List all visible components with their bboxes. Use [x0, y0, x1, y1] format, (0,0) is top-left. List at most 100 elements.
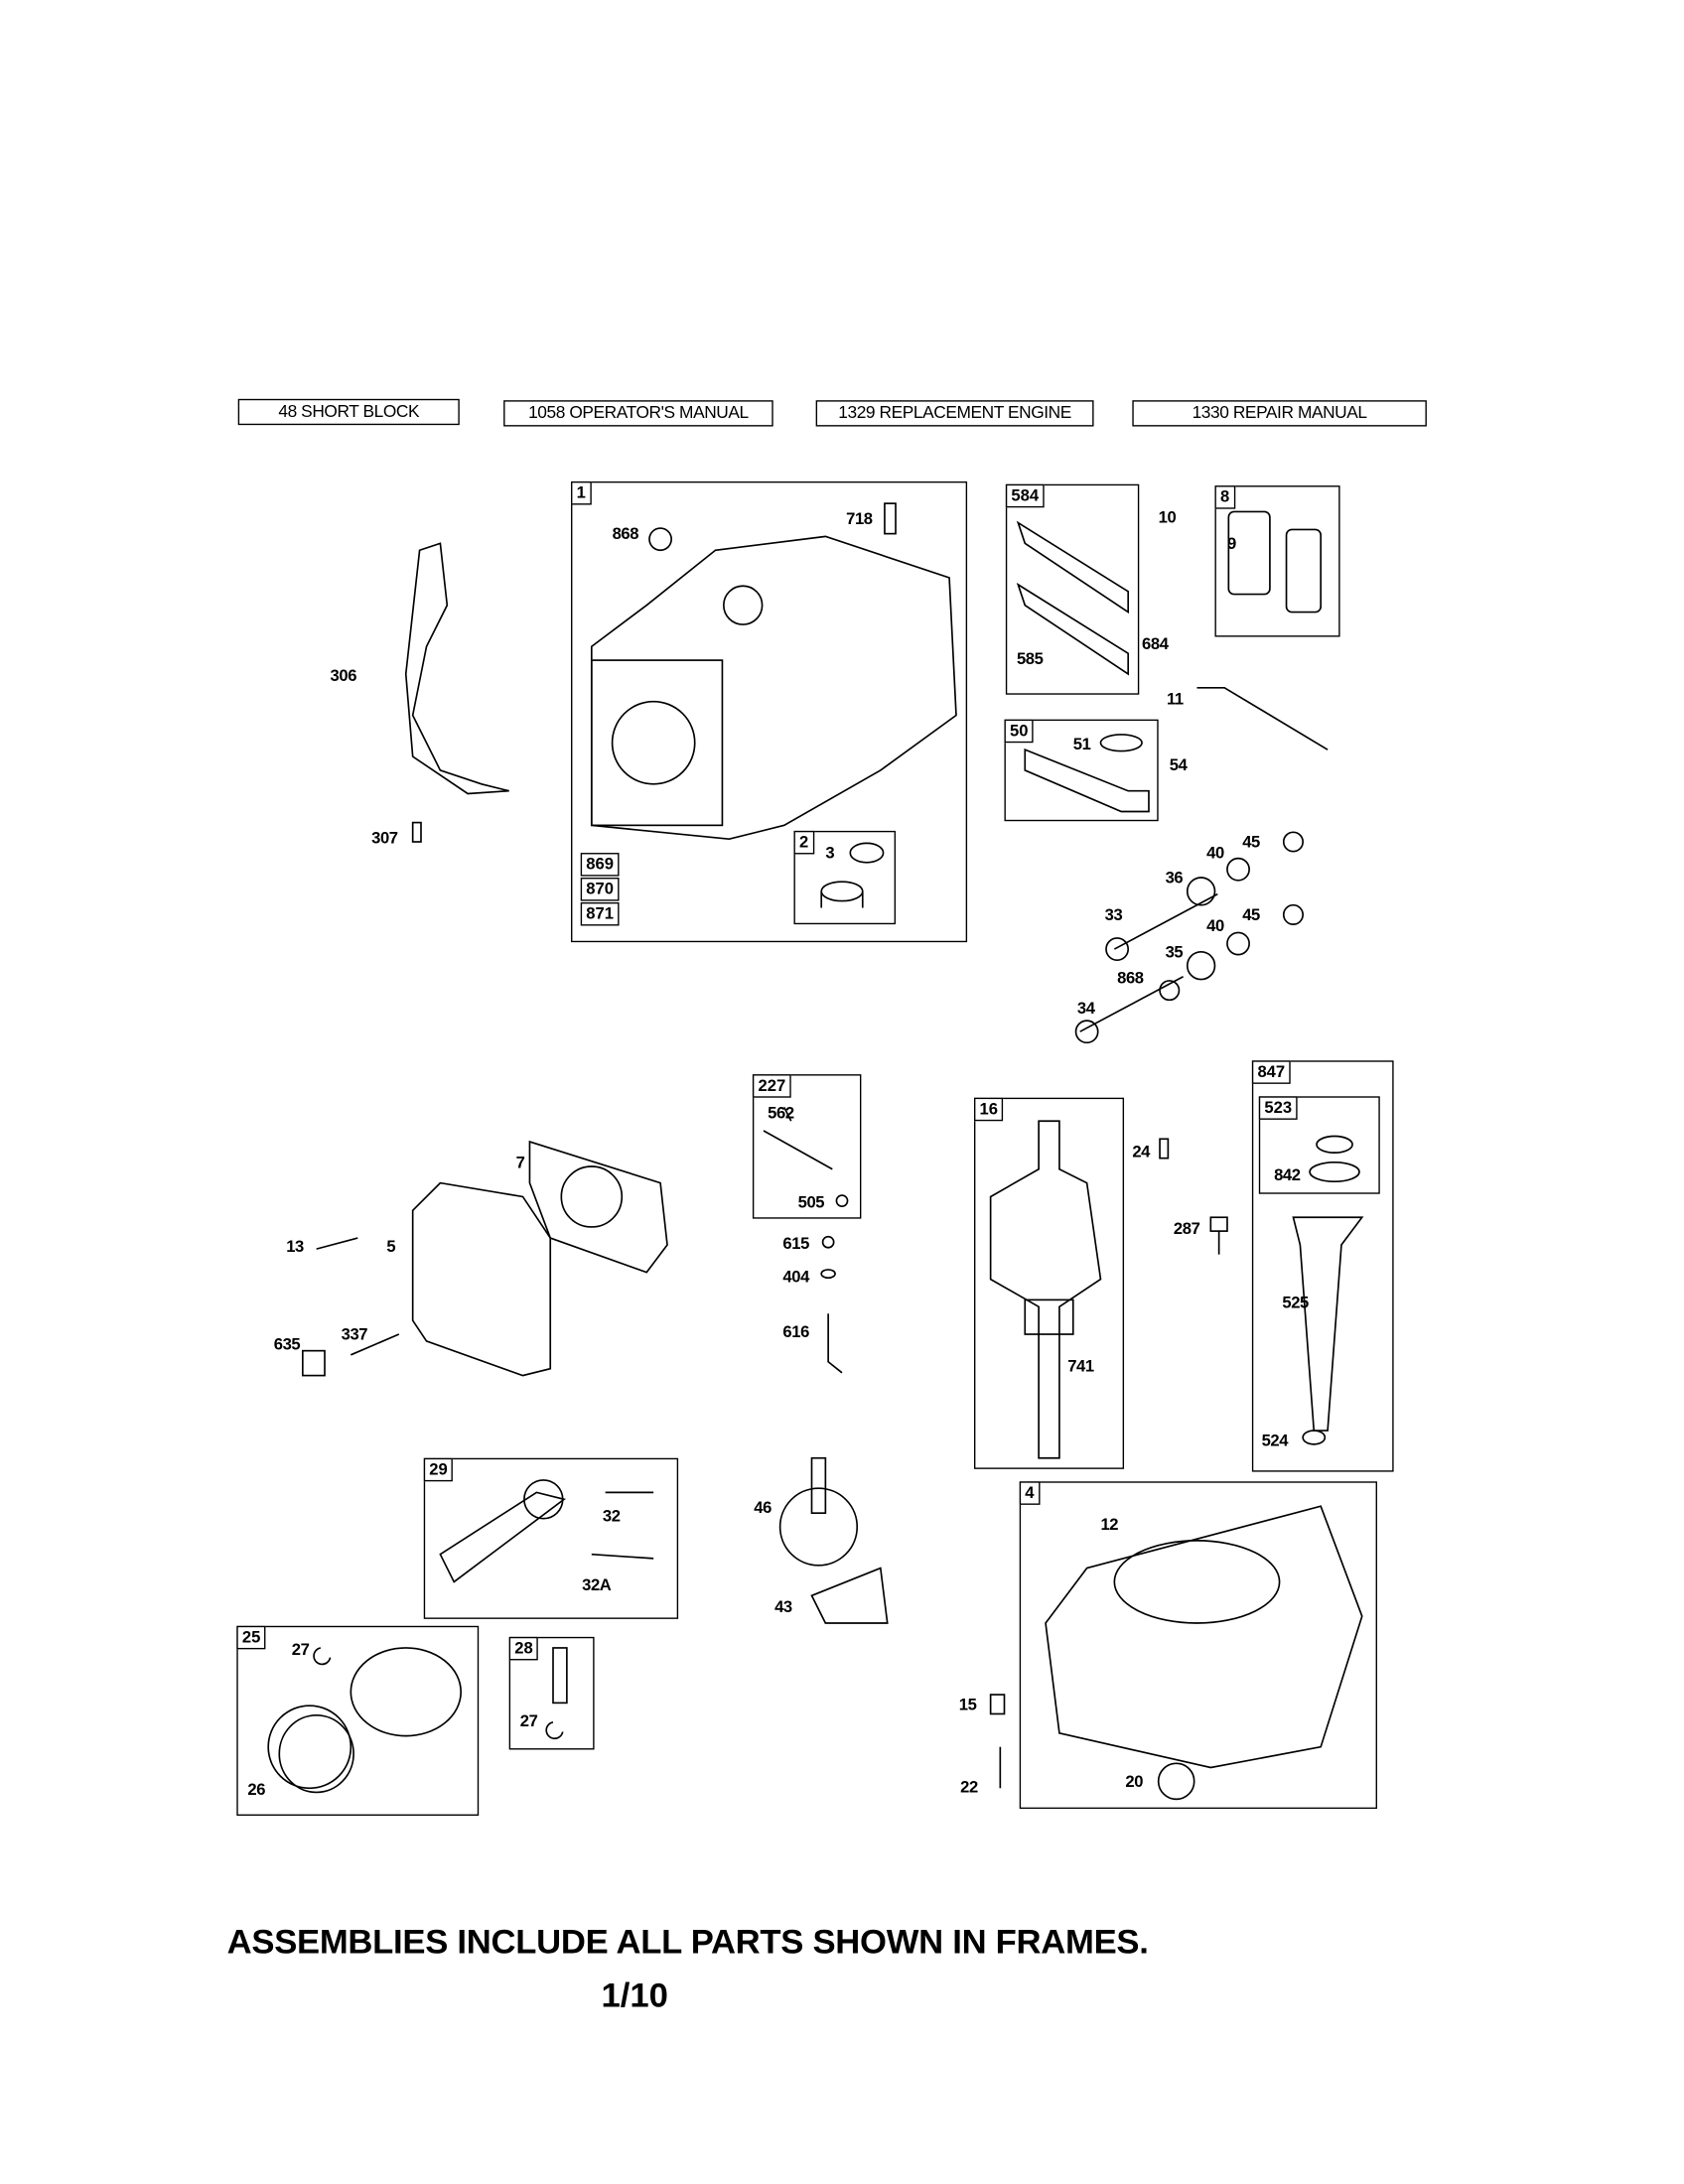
- assembly-frame-16: 16: [974, 1097, 1125, 1469]
- governor-227-drawing: [763, 1107, 849, 1208]
- part-label: 33: [1104, 904, 1123, 925]
- part-label: 562: [768, 1103, 794, 1123]
- assembly-frame-29: 29: [423, 1457, 679, 1619]
- frame-label: 584: [1005, 483, 1045, 508]
- part-label: 27: [291, 1639, 310, 1660]
- part-label: 34: [1076, 998, 1095, 1019]
- cam-gear-drawing: [778, 1456, 889, 1624]
- frame-label: 2: [793, 830, 814, 855]
- frame-label: 16: [974, 1097, 1004, 1122]
- frame-label: 869: [580, 853, 620, 877]
- part-label: 615: [782, 1233, 809, 1254]
- part-label: 616: [782, 1321, 809, 1341]
- gasket-584-drawing: [1016, 520, 1130, 676]
- piston-drawing: [267, 1647, 463, 1794]
- part-label: 9: [1226, 533, 1236, 554]
- part-label: 842: [1274, 1164, 1301, 1185]
- seal-list-869-871: 869 870 871: [580, 853, 622, 927]
- seal-868-drawing: [648, 527, 673, 552]
- crankshaft-drawing: [989, 1120, 1102, 1459]
- part-label: 32: [602, 1506, 621, 1526]
- part-label: 36: [1165, 868, 1184, 887]
- bolt-307-drawing: [411, 821, 422, 843]
- part-label: 24: [1132, 1142, 1151, 1161]
- dipstick-tube-drawing: [1292, 1135, 1364, 1445]
- head-gasket-7-drawing: [528, 1140, 668, 1274]
- part-label: 684: [1142, 633, 1169, 654]
- part-label: 404: [782, 1267, 809, 1287]
- assembly-frame-847: 847: [1251, 1060, 1394, 1472]
- part-label: 337: [341, 1324, 368, 1344]
- tube-50-drawing: [1024, 734, 1150, 813]
- oil-seal-3-drawing: [820, 842, 885, 908]
- part-label: 54: [1169, 754, 1188, 775]
- assembly-frame-8: 8: [1214, 485, 1340, 637]
- part-label: 868: [612, 523, 639, 544]
- part-label: 3: [825, 843, 835, 863]
- wrist-pin-drawing: [545, 1647, 568, 1740]
- part-label: 35: [1165, 942, 1184, 962]
- frame-label: 29: [423, 1457, 454, 1482]
- sump-drawing: [989, 1505, 1363, 1801]
- part-label: 20: [1125, 1771, 1144, 1792]
- dowel-24-drawing: [1159, 1138, 1170, 1160]
- pushrod-11-drawing: [1196, 686, 1329, 751]
- part-label: 40: [1206, 843, 1224, 863]
- part-label: 13: [286, 1236, 304, 1257]
- part-label: 45: [1242, 904, 1260, 925]
- baffle-drawing: [404, 542, 509, 795]
- frame-label: 227: [752, 1074, 791, 1098]
- part-label: 635: [273, 1334, 301, 1354]
- valves-drawing: [1074, 831, 1304, 1044]
- frame-label: 871: [580, 901, 620, 926]
- part-label: 32A: [582, 1574, 612, 1594]
- part-label: 5: [386, 1236, 396, 1257]
- part-label: 585: [1016, 649, 1044, 669]
- part-label: 741: [1067, 1356, 1094, 1376]
- frame-label: 25: [236, 1625, 266, 1650]
- assemblies-note: ASSEMBLIES INCLUDE ALL PARTS SHOWN IN FR…: [226, 1923, 1149, 1962]
- part-label: 40: [1206, 915, 1224, 936]
- ref-box-short-block: 48 SHORT BLOCK: [237, 398, 460, 426]
- part-label: 525: [1282, 1293, 1309, 1312]
- part-label: 7: [515, 1153, 525, 1172]
- frame-label: 28: [508, 1636, 539, 1661]
- frame-label: 523: [1258, 1096, 1298, 1120]
- part-label: 524: [1261, 1431, 1289, 1450]
- page-number: 1/10: [601, 1977, 668, 2015]
- ref-box-operators-manual: 1058 OPERATOR'S MANUAL: [503, 400, 773, 427]
- ref-box-repair-manual: 1330 REPAIR MANUAL: [1132, 400, 1427, 427]
- frame-label: 847: [1251, 1060, 1291, 1084]
- part-label: 46: [754, 1497, 772, 1518]
- part-label: 287: [1173, 1218, 1200, 1239]
- frame-label: 50: [1004, 719, 1035, 744]
- cylinder-head-drawing: [302, 1181, 552, 1377]
- assembly-frame-4: 4: [1019, 1481, 1377, 1810]
- governor-parts-drawing: [820, 1235, 843, 1374]
- assembly-frame-1: 1: [571, 480, 968, 943]
- breather-287-drawing: [1209, 1216, 1228, 1255]
- part-label: 15: [958, 1695, 977, 1714]
- assembly-frame-227: 227: [752, 1074, 862, 1219]
- assembly-frame-50: 50: [1004, 719, 1159, 822]
- connecting-rod-drawing: [439, 1479, 654, 1583]
- part-label: 43: [774, 1596, 792, 1617]
- part-label: 718: [846, 508, 873, 529]
- part-label: 505: [797, 1192, 825, 1212]
- ref-box-replacement-engine: 1329 REPLACEMENT ENGINE: [815, 400, 1094, 427]
- part-label: 26: [247, 1779, 266, 1800]
- part-label: 868: [1117, 968, 1144, 988]
- assembly-frame-523: 523: [1258, 1096, 1380, 1194]
- part-label: 307: [371, 828, 398, 848]
- assembly-frame-2: 2: [793, 830, 897, 925]
- part-label: 11: [1166, 689, 1184, 709]
- frame-label: 4: [1019, 1481, 1041, 1505]
- part-label: 12: [1100, 1514, 1119, 1534]
- cylinder-block-drawing: [590, 535, 957, 841]
- assembly-frame-28: 28: [508, 1636, 595, 1750]
- frame-label: 8: [1214, 485, 1235, 509]
- part-label: 45: [1242, 832, 1260, 852]
- frame-label: 1: [571, 480, 592, 505]
